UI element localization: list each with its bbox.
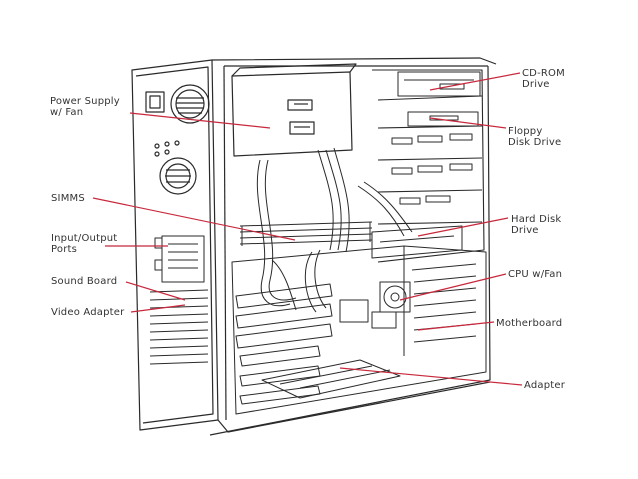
leader-cdrom: [429, 72, 521, 91]
label-hard-disk-line2: Drive: [511, 225, 539, 236]
label-motherboard-line1: Motherboard: [496, 318, 563, 329]
label-power-supply-line2: w/ Fan: [50, 107, 84, 118]
label-floppy-line1: Floppy: [508, 126, 543, 137]
leader-sound-board: [125, 281, 186, 301]
label-io-ports-line2: Ports: [51, 244, 78, 255]
motherboard-board: [231, 245, 487, 415]
label-hard-disk-line1: Hard Disk: [511, 214, 562, 225]
label-motherboard: Motherboard: [496, 318, 562, 329]
label-io-ports-line1: Input/Output: [51, 233, 118, 244]
label-sound-board: Sound Board: [51, 276, 117, 287]
cdrom-drive: [397, 71, 481, 97]
label-simms: SIMMS: [51, 193, 85, 204]
label-cdrom-line2: Drive: [522, 79, 550, 90]
power-supply-fan-icon: [145, 84, 210, 124]
leader-cpu: [399, 273, 507, 301]
label-sound-board-line1: Sound Board: [51, 276, 118, 287]
label-cdrom-line1: CD-ROM: [522, 68, 565, 79]
simm-modules: [239, 221, 373, 246]
label-cdrom: CD-ROM Drive: [522, 68, 565, 90]
leader-motherboard: [417, 321, 495, 331]
leader-adapter: [339, 367, 523, 386]
label-power-supply-line1: Power Supply: [50, 96, 120, 107]
label-cpu: CPU w/Fan: [508, 269, 562, 280]
power-supply-unit: [231, 63, 357, 157]
leader-hard-disk: [417, 217, 509, 237]
leader-simms: [92, 197, 296, 241]
rear-expansion-slots: [149, 289, 209, 365]
label-io-ports: Input/Output Ports: [51, 233, 117, 255]
label-adapter: Adapter: [524, 380, 565, 391]
rear-fan-icon: [154, 140, 197, 195]
label-power-supply: Power Supply w/ Fan: [50, 96, 120, 118]
label-hard-disk: Hard Disk Drive: [511, 214, 561, 236]
label-video-adapter: Video Adapter: [51, 307, 124, 318]
case-frame: [209, 57, 497, 436]
ribbon-cables: [256, 147, 413, 313]
label-floppy-line2: Disk Drive: [508, 137, 562, 148]
label-cpu-line1: CPU w/Fan: [508, 269, 563, 280]
rear-io-ports: [154, 235, 205, 283]
label-simms-line1: SIMMS: [51, 193, 85, 204]
label-floppy: Floppy Disk Drive: [508, 126, 561, 148]
drive-bay-slots: [391, 133, 473, 205]
label-video-adapter-line1: Video Adapter: [51, 307, 125, 318]
leader-power-supply: [129, 112, 271, 129]
label-adapter-line1: Adapter: [524, 380, 566, 391]
leader-floppy: [429, 117, 507, 129]
leader-video-adapter: [130, 304, 186, 313]
